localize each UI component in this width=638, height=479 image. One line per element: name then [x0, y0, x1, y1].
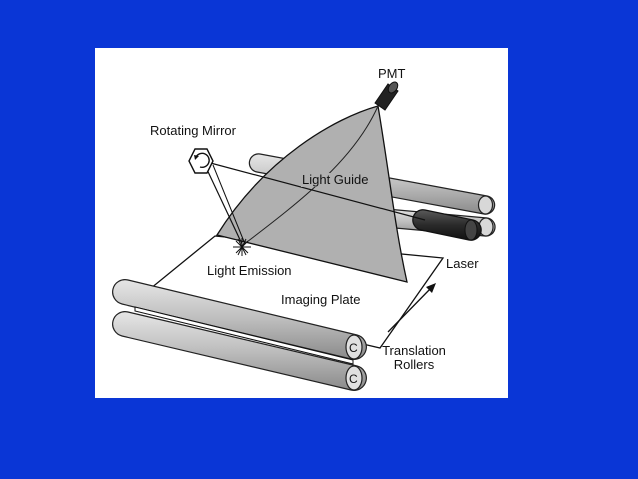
- label-rollers: Rollers: [393, 356, 435, 372]
- imaging-plate-edge: [134, 306, 354, 365]
- scanning-beam-b: [212, 164, 246, 245]
- pmt-tube: [374, 81, 399, 111]
- laser-beam: [202, 160, 426, 221]
- laser-unit: [412, 209, 482, 241]
- diagram-panel: C C PMT Rotating Mirror Light Guide Lase…: [95, 48, 508, 398]
- light-emission-burst: [233, 238, 251, 256]
- front-roller-lower: [112, 311, 367, 391]
- roller-end-c-lower: C: [349, 372, 358, 386]
- label-rotating-mirror: Rotating Mirror: [150, 123, 236, 138]
- label-laser: Laser: [446, 256, 479, 271]
- translation-arrow: [387, 283, 436, 333]
- label-pmt: PMT: [378, 66, 406, 81]
- imaging-plate-reader-diagram: C C: [112, 81, 496, 391]
- roller-end-c-upper: C: [349, 341, 358, 355]
- rotating-mirror: [188, 148, 214, 174]
- label-translation-rollers: Translation Rollers: [379, 344, 449, 371]
- label-translation: Translation: [382, 343, 446, 358]
- label-light-emission: Light Emission: [207, 263, 292, 278]
- scanning-beam-a: [202, 160, 243, 245]
- label-light-guide: Light Guide: [301, 172, 370, 187]
- label-imaging-plate: Imaging Plate: [281, 292, 361, 307]
